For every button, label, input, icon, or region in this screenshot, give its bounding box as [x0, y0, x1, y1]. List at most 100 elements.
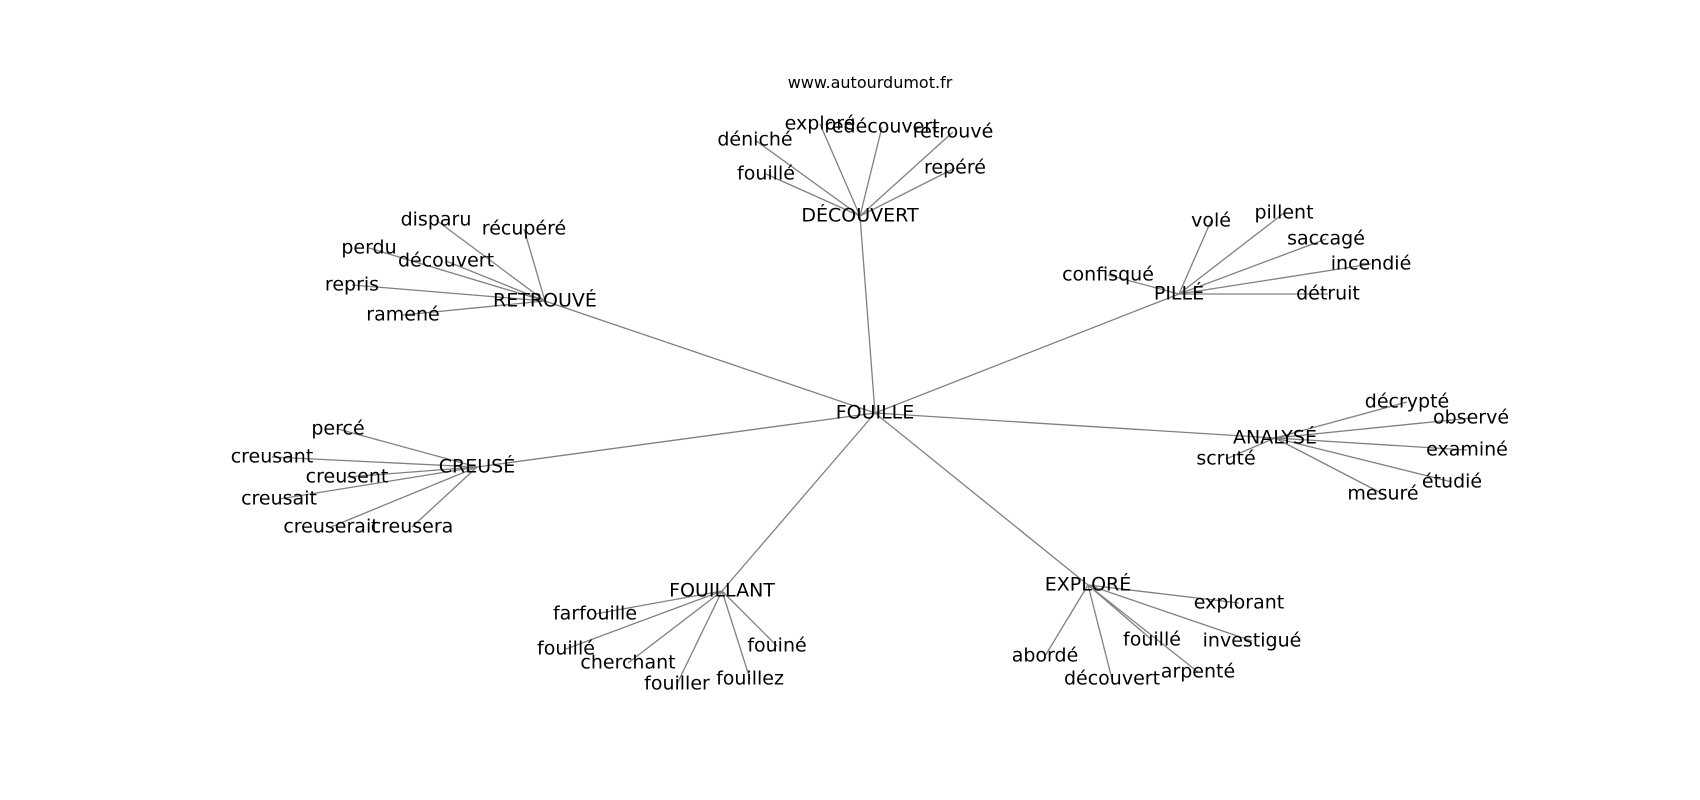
edge-center-hub: [544, 300, 876, 414]
leaf-node-label: exploré: [785, 113, 856, 135]
leaf-node-label: creusent: [306, 466, 389, 488]
edge-hub-leaf: [278, 466, 478, 500]
edge-hub-leaf: [1178, 238, 1327, 295]
edge-hub-leaf: [351, 284, 546, 302]
edge-hub-leaf: [1044, 584, 1089, 657]
edge-center-hub: [874, 293, 1180, 414]
hub-node-label: PILLÉ: [1154, 282, 1204, 305]
edge-hub-leaf: [721, 590, 751, 680]
edge-hub-leaf: [337, 428, 478, 468]
edge-hub-leaf: [1178, 212, 1285, 295]
hub-node-label: RETROUVÉ: [493, 289, 597, 312]
leaf-node-label: fouillez: [716, 668, 784, 690]
leaf-node-label: retrouvé: [913, 121, 994, 143]
edge-hub-leaf: [402, 300, 546, 316]
leaf-node-label: repéré: [924, 157, 986, 179]
leaf-node-label: scruté: [1196, 448, 1255, 470]
edge-hub-leaf: [271, 456, 478, 468]
leaf-node-label: creusait: [241, 488, 317, 510]
leaf-node-label: percé: [311, 418, 364, 440]
leaf-node-label: confisqué: [1062, 264, 1154, 286]
leaf-node-label: déniché: [717, 129, 792, 151]
edge-hub-leaf: [523, 228, 546, 302]
edge-hub-leaf: [435, 219, 546, 302]
leaf-node-label: arpenté: [1161, 661, 1235, 683]
leaf-node-label: pillent: [1254, 202, 1313, 224]
edge-center-hub: [476, 412, 876, 468]
leaf-node-label: examiné: [1426, 439, 1508, 461]
edge-hub-leaf: [1274, 437, 1453, 483]
edge-hub-leaf: [594, 590, 723, 615]
edge-hub-leaf: [1178, 263, 1372, 295]
hub-node-label: CREUSÉ: [439, 455, 515, 478]
edge-hub-leaf: [330, 466, 478, 528]
edge-center-hub: [859, 215, 876, 414]
leaf-node-label: fouiné: [747, 635, 806, 657]
edge-hub-leaf: [859, 126, 883, 217]
edge-hub-leaf: [1107, 274, 1180, 295]
hub-node-label: DÉCOUVERT: [801, 204, 919, 227]
leaf-node-label: observé: [1433, 407, 1509, 429]
edge-hub-leaf: [1087, 584, 1113, 680]
edge-hub-leaf: [819, 123, 861, 217]
leaf-node-label: repris: [325, 274, 379, 296]
edge-hub-leaf: [445, 260, 546, 302]
leaf-node-label: ramené: [366, 304, 439, 326]
edge-hub-leaf: [1087, 584, 1253, 642]
edge-hub-leaf: [627, 590, 723, 664]
edge-hub-leaf: [368, 247, 546, 302]
leaf-node-label: fouiller: [644, 673, 710, 695]
leaf-node-label: décrypté: [1365, 391, 1449, 413]
hub-node-label: EXPLORÉ: [1045, 573, 1132, 596]
leaf-node-label: perdu: [341, 237, 396, 259]
leaf-node-label: étudié: [1422, 471, 1482, 493]
leaf-node-label: saccagé: [1287, 228, 1365, 250]
center-node-label: FOUILLE: [836, 402, 915, 424]
edge-hub-leaf: [765, 173, 861, 217]
edge-center-hub: [874, 412, 1089, 586]
edge-hub-leaf: [411, 466, 478, 528]
leaf-node-label: détruit: [1296, 283, 1360, 305]
leaf-node-label: fouillé: [737, 163, 795, 185]
leaf-node-label: redécouvert: [824, 116, 939, 138]
leaf-node-label: découvert: [1064, 668, 1160, 690]
leaf-node-label: mesuré: [1347, 483, 1418, 505]
edge-hub-leaf: [1274, 417, 1472, 439]
edge-hub-leaf: [721, 590, 778, 647]
leaf-node-label: disparu: [401, 209, 472, 231]
hub-node-label: ANALYSÉ: [1233, 426, 1317, 449]
edge-center-hub: [874, 412, 1276, 439]
edge-hub-leaf: [676, 590, 723, 685]
leaf-node-label: farfouille: [553, 603, 637, 625]
edge-hub-leaf: [1274, 437, 1384, 495]
leaf-node-label: investigué: [1203, 630, 1302, 652]
edge-hub-leaf: [1087, 584, 1199, 673]
leaf-node-label: récupéré: [482, 218, 566, 240]
edge-hub-leaf: [1178, 220, 1212, 295]
leaf-node-label: fouillé: [537, 638, 595, 660]
edge-hub-leaf: [859, 131, 954, 217]
graph-edges: [271, 123, 1472, 685]
leaf-node-label: explorant: [1194, 592, 1285, 614]
hub-node-label: FOUILLANT: [669, 580, 775, 602]
edge-center-hub: [721, 412, 876, 592]
leaf-node-label: creusera: [371, 516, 454, 538]
edge-hub-leaf: [1225, 437, 1276, 460]
leaf-node-label: creusant: [231, 446, 314, 468]
leaf-node-label: volé: [1191, 210, 1231, 232]
leaf-node-label: creuserait: [283, 516, 378, 538]
leaf-node-label: fouillé: [1123, 629, 1181, 651]
edge-hub-leaf: [754, 139, 861, 217]
source-url: www.autourdumot.fr: [788, 73, 953, 92]
leaf-node-label: abordé: [1012, 645, 1079, 667]
edge-hub-leaf: [1274, 437, 1468, 451]
edge-hub-leaf: [346, 466, 478, 478]
edge-hub-leaf: [565, 590, 723, 650]
leaf-node-label: incendié: [1331, 253, 1412, 275]
edge-hub-leaf: [1087, 584, 1240, 604]
edge-hub-leaf: [1274, 401, 1408, 439]
leaf-node-label: découvert: [398, 250, 494, 272]
leaf-node-label: cherchant: [580, 652, 675, 674]
